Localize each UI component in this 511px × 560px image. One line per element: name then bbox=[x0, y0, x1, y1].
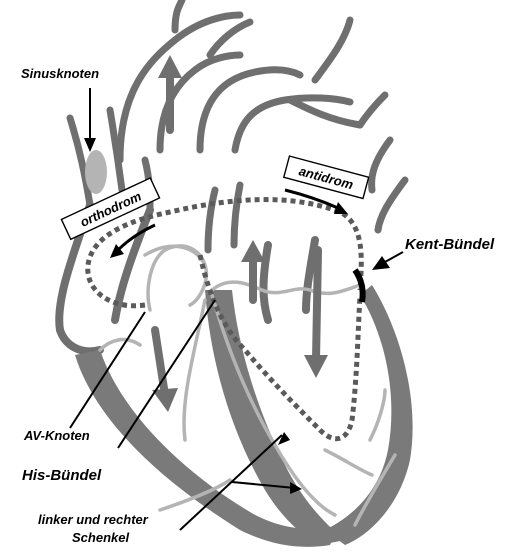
schenkel-label-line2: Schenkel bbox=[72, 530, 129, 545]
av-knoten-label: AV-Knoten bbox=[23, 428, 90, 443]
sinus-node bbox=[85, 150, 107, 194]
schenkel-label-line1: linker und rechter bbox=[38, 512, 149, 527]
kent-buendel-label: Kent-Bündel bbox=[405, 236, 495, 253]
sinusknoten-label: Sinusknoten bbox=[21, 66, 99, 81]
his-buendel-label: His-Bündel bbox=[22, 467, 102, 484]
